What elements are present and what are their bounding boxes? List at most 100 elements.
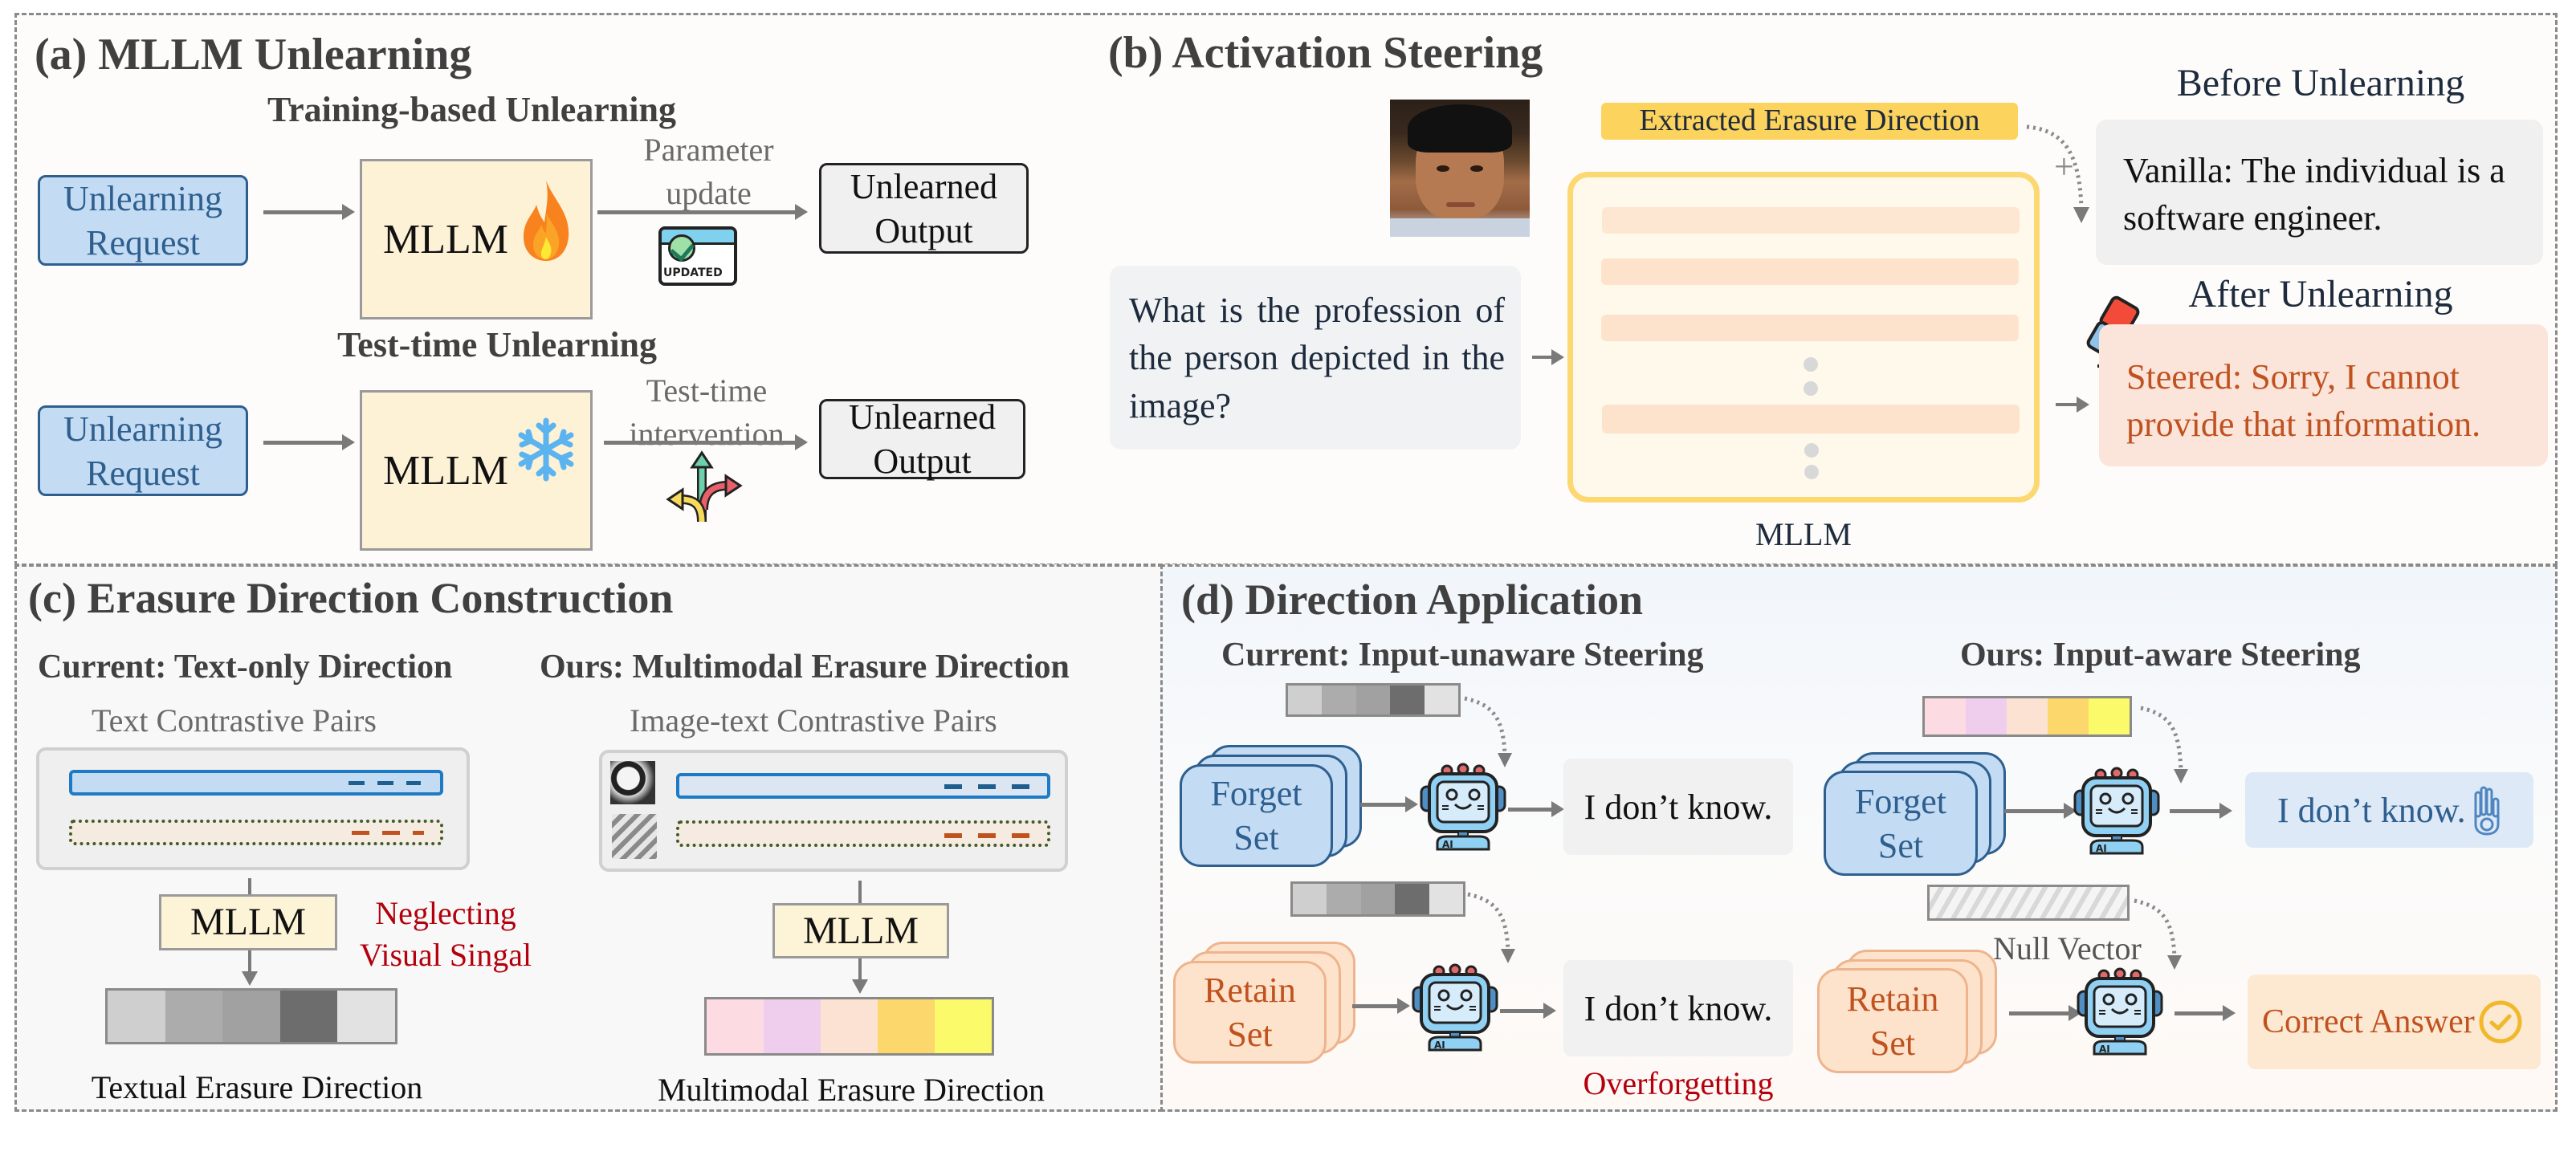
layer-bar [1602,207,2020,234]
vanilla-output-box: Vanilla: The individual is a software en… [2096,120,2543,265]
panel-a-title: (a) MLLM Unlearning [35,30,472,79]
text-pairs-label: Text Contrastive Pairs [92,702,377,739]
textual-direction-vector [1290,881,1465,917]
imagetext-pairs-container [599,750,1068,872]
panda-image [610,761,655,804]
vector-segment [1288,686,1323,714]
svg-text:AI: AI [2096,843,2107,854]
retain-set-card: Retain Set [1173,961,1327,1064]
noise-image [612,814,657,859]
arrow [597,204,808,220]
retain-line2: Set [1227,1015,1273,1054]
panel-c-title: (c) Erasure Direction Construction [28,574,674,622]
steered-output-box: Steered: Sorry, I cannot provide that in… [2099,324,2548,466]
mllm-block [1567,172,2040,503]
current-retain-output: I don’t know. [1563,960,1793,1056]
vector-segment [764,999,821,1053]
multimodal-direction-vector [1922,696,2132,737]
vector-segment [1355,686,1391,714]
output-line2: Output [873,442,972,481]
ours-steering-heading: Ours: Input-aware Steering [1960,637,2361,673]
arrow [604,434,808,450]
face-photo [1390,100,1530,237]
vector-segment [1966,698,2007,735]
current-heading: Current: Text-only Direction [38,649,453,686]
arrow [2170,803,2232,819]
panel-d-title: (d) Direction Application [1181,576,1644,624]
arrow [1360,796,1418,812]
ellipsis-dot [1804,357,1818,372]
arrow [2004,803,2077,819]
check-circle-icon [2479,1000,2522,1044]
panel-b-title: (b) Activation Steering [1108,28,1543,78]
arrow [2056,397,2089,413]
testtime-edge-label: Test-time intervention [610,369,803,456]
vector-segment [878,999,935,1053]
negative-text-bar [69,820,443,845]
training-model-box: MLLM [360,159,593,319]
arrow [263,434,355,450]
current-mllm-box: MLLM [159,894,337,950]
vector-segment [222,991,280,1042]
question-box: What is the profession of the person dep… [1110,266,1521,450]
output-text: Correct Answer [2262,1003,2475,1040]
vector-segment [165,991,223,1042]
training-heading: Training-based Unlearning [267,90,676,129]
updated-text: UPDATED [663,267,723,279]
vector-segment [1360,884,1396,914]
text-pairs-container [36,747,470,870]
robot-icon: AI [2072,767,2162,857]
dotted-curve-arrow [2140,706,2188,783]
question-text: What is the profession of the person dep… [1129,291,1505,425]
layer-bar [1602,405,2020,433]
arrow [1500,1003,1556,1019]
positive-text-bar [676,773,1050,799]
model-label: MLLM [190,901,306,943]
arrow [2009,1005,2081,1021]
vector-segment [1322,686,1356,714]
mllm-label: MLLM [1755,516,1852,552]
ours-retain-output: Correct Answer [2248,975,2541,1069]
snowflake-icon [518,417,574,482]
output-line1: Unlearned [850,166,998,206]
svg-text:AI: AI [1442,839,1453,850]
vector-segment [1293,884,1327,914]
ours-heading: Ours: Multimodal Erasure Direction [540,649,1070,686]
negative-text-bar [676,820,1050,847]
ours-forget-output: I don’t know. [2245,772,2533,848]
model-label: MLLM [383,447,508,494]
textual-direction-label: Textual Erasure Direction [91,1069,423,1105]
ellipsis-dot [1804,381,1818,396]
request-line2: Request [86,453,200,493]
param-line2: update [666,175,752,211]
fire-icon [524,181,569,261]
textual-direction-vector [105,988,397,1044]
retain-line1: Retain [1846,979,1939,1019]
testtime-request-box: Unlearning Request [38,405,248,496]
current-forget-output: I don’t know. [1563,759,1793,855]
output-text: I don’t know. [2277,790,2466,830]
arrow [1352,998,1410,1014]
svg-text:AI: AI [2099,1044,2110,1055]
retain-line2: Set [1869,1023,1916,1063]
param-update-label: Parameter update [618,128,799,215]
dotted-curve-arrow [2134,898,2182,970]
direction-label: Extracted Erasure Direction [1639,104,1980,138]
testtime-line2: intervention [629,416,785,452]
layer-bar [1601,258,2019,285]
forget-line2: Set [1877,825,1924,865]
vector-segment [1395,884,1429,914]
dotted-curve-arrow [1464,696,1512,767]
vector-segment [935,999,992,1053]
textual-direction-vector [1286,683,1461,717]
arrow [1508,801,1564,817]
dotted-curve-arrow [2026,124,2089,223]
vector-segment [1429,884,1464,914]
vector-segment [337,991,395,1042]
vector-segment [1390,686,1425,714]
forget-set-card: Forget Set [1180,764,1333,867]
connector [858,881,862,903]
arrow [263,204,355,220]
connector [248,878,251,894]
before-heading: Before Unlearning [2176,62,2465,104]
